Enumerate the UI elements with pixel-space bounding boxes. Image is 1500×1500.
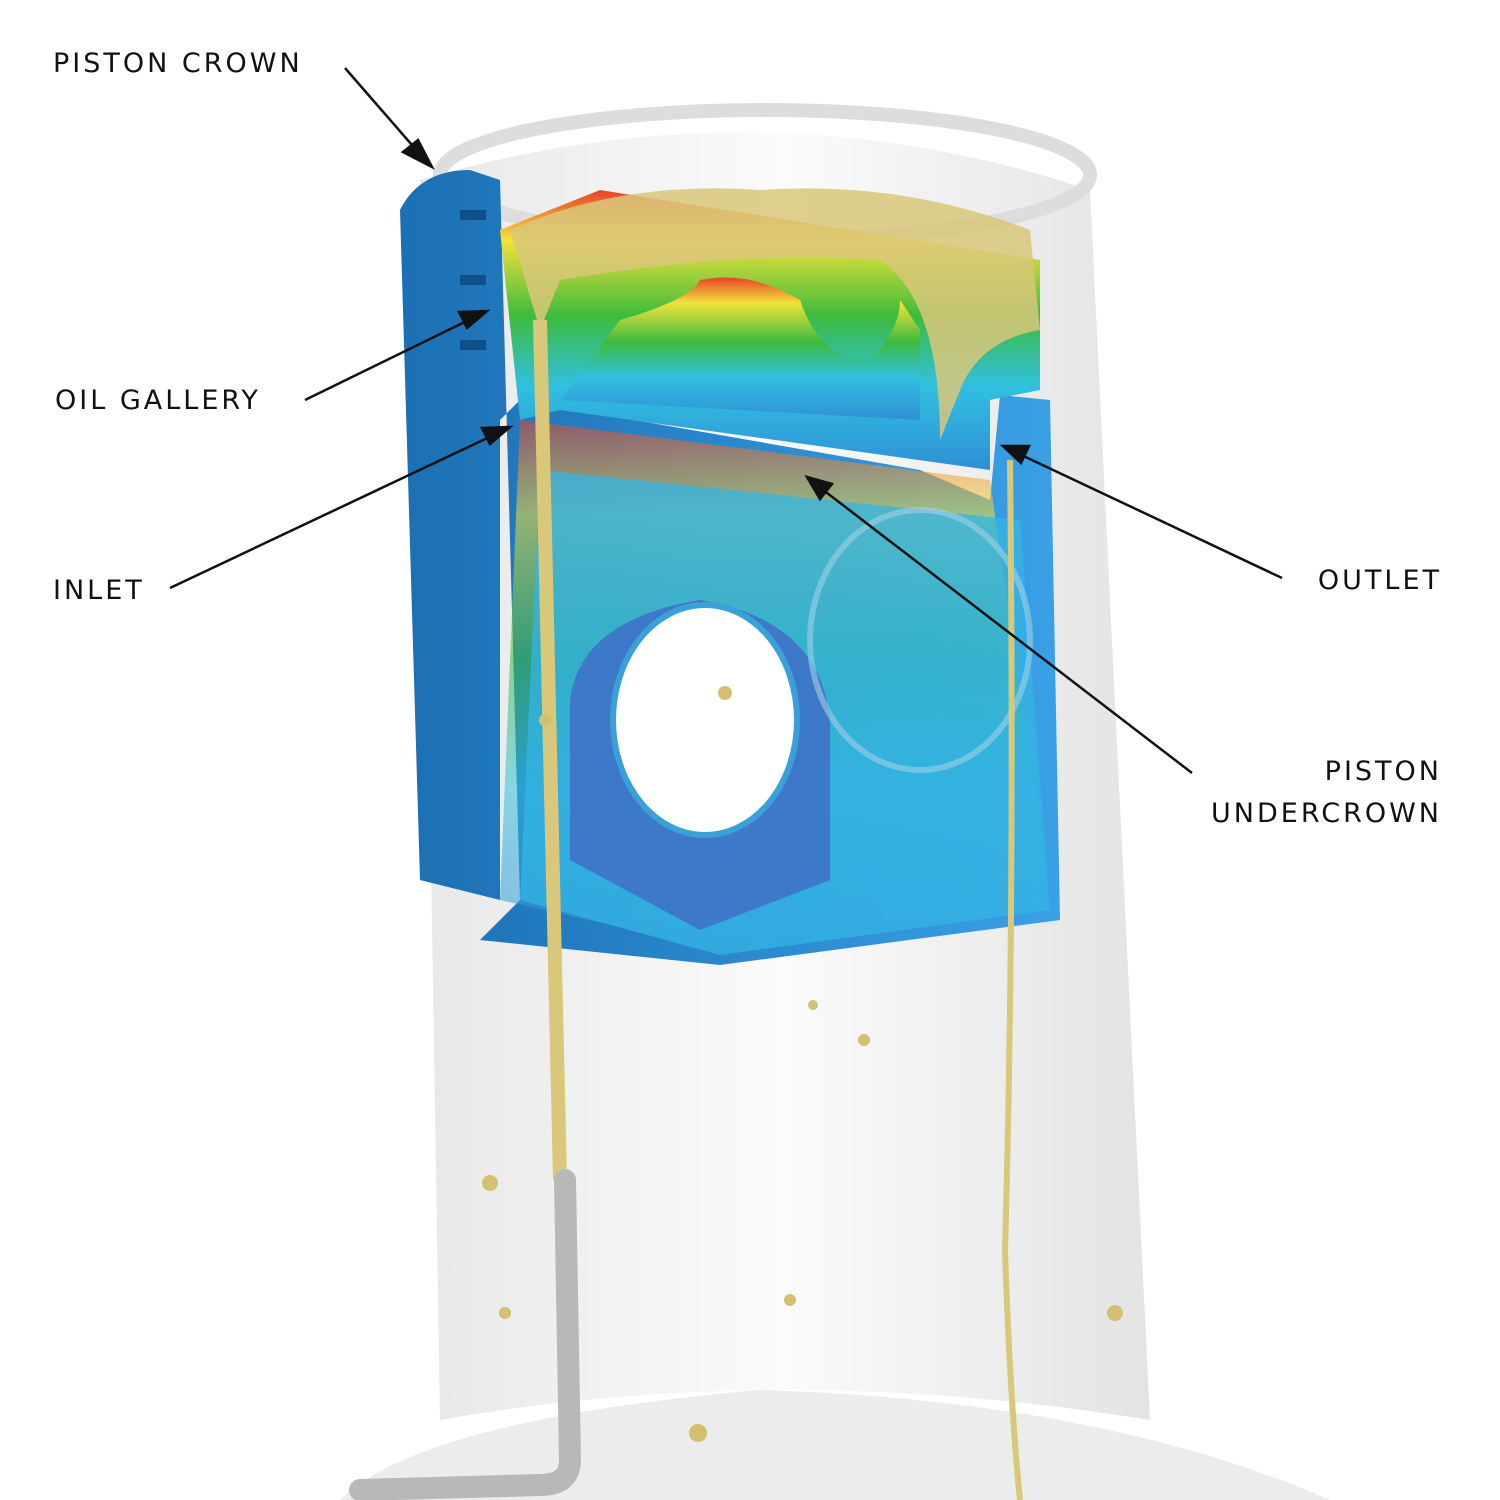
arrow-inlet <box>169 431 499 590</box>
arrow-outlet <box>1014 450 1283 580</box>
label-piston-undercrown-line2: UNDERCROWN <box>1211 798 1442 829</box>
label-piston-undercrown-line1: PISTON <box>1324 756 1442 787</box>
label-inlet: INLET <box>53 575 145 606</box>
label-outlet: OUTLET <box>1317 565 1442 596</box>
label-piston-crown: PISTON CROWN <box>53 48 303 79</box>
oil-droplets <box>482 686 1123 1442</box>
oil-jet-nozzle <box>349 1169 582 1500</box>
pin-bore <box>613 605 797 835</box>
oil-drain <box>1001 459 1023 1500</box>
label-piston-undercrown: PISTON UNDERCROWN <box>1211 751 1442 835</box>
pin-bore-far <box>807 507 1033 773</box>
ring-grooves <box>460 210 486 350</box>
hot-spot <box>560 277 920 420</box>
crankcase <box>340 1390 1330 1500</box>
oil-gallery-foam <box>510 188 1040 440</box>
leader-lines <box>169 67 1283 774</box>
oil-jet <box>533 319 567 1181</box>
arrow-piston-undercrown <box>817 485 1193 774</box>
label-oil-gallery: OIL GALLERY <box>55 385 261 416</box>
arrow-oil-gallery <box>304 315 476 402</box>
